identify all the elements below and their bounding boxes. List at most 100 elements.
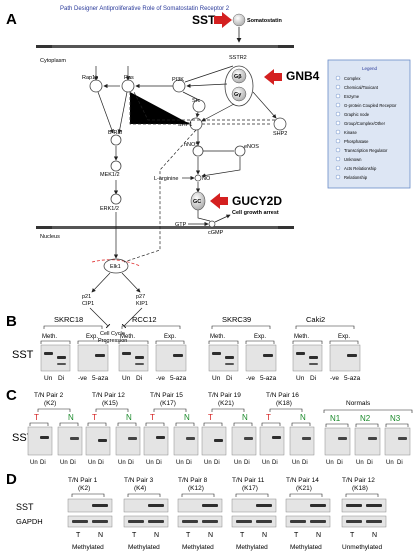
elk1-node bbox=[103, 258, 129, 274]
edge-p21-ccp bbox=[89, 307, 111, 329]
panel-c-band bbox=[272, 436, 281, 439]
panel-c-n-gel bbox=[231, 426, 257, 456]
normal-sample-gel bbox=[324, 427, 351, 456]
gnb4-gene-label: GNB4 bbox=[286, 69, 320, 83]
panel-b-band bbox=[57, 356, 66, 359]
normal-sample-bracket bbox=[385, 423, 409, 427]
panel-a: A Path Designer Antiproliferative Role o… bbox=[6, 6, 411, 344]
panel-d-sst-gel bbox=[231, 498, 277, 513]
panel-d-gapdh-band bbox=[92, 520, 108, 523]
panel-b-meth-label: Meth. bbox=[294, 334, 309, 340]
panel-c-lane-un: Un bbox=[176, 460, 184, 466]
panel-c-band bbox=[156, 436, 165, 439]
panel-b-cell-line-name: SKRC18 bbox=[54, 315, 83, 324]
panel-b-band bbox=[347, 354, 357, 357]
somatostatin-label: Somatostatin bbox=[247, 18, 282, 24]
panel-c-pair-name: T/N Pair 12 bbox=[92, 392, 125, 399]
panel-c-lane-un: Un bbox=[30, 460, 38, 466]
panel-b-top-bracket bbox=[211, 325, 271, 329]
panel-c-pair-id: (K18) bbox=[276, 400, 292, 407]
panel-c-n-gel bbox=[115, 426, 141, 456]
panel-d-pair-id: (K12) bbox=[188, 485, 204, 492]
normal-lane-un: Un bbox=[386, 460, 394, 466]
panel-d-sst-band bbox=[366, 504, 382, 507]
panel-b-band bbox=[173, 354, 183, 357]
edge-g-shp2 bbox=[252, 91, 277, 119]
panel-c-n-bracket bbox=[175, 422, 195, 426]
panel-d-status: Methylated bbox=[128, 544, 160, 551]
sst-gene-label: SST bbox=[192, 13, 216, 27]
legend-swatch bbox=[335, 75, 341, 81]
panel-d-pair-bracket bbox=[71, 493, 105, 497]
legend-swatch bbox=[335, 111, 341, 117]
panel-d-gapdh-band bbox=[290, 520, 306, 523]
edge-g-pi3k bbox=[186, 83, 228, 88]
panel-b-cell-line-name: RCC12 bbox=[132, 315, 157, 324]
pi3k-label: PI3K bbox=[172, 77, 184, 83]
panel-a-letter: A bbox=[6, 11, 17, 28]
ccp-label-1: Cell Cycle bbox=[100, 331, 125, 337]
panel-c-tumor-label: T bbox=[150, 413, 155, 422]
legend-swatch bbox=[335, 165, 341, 171]
nnos-label: nNOS bbox=[184, 142, 199, 148]
legend-item: Phosphatase bbox=[344, 139, 369, 144]
panel-d-pair-name: T/N Pair 11 bbox=[232, 477, 265, 484]
panel-c-pair-bracket bbox=[211, 408, 245, 412]
panel-c-t-gel bbox=[143, 426, 169, 456]
panel-b-top-bracket bbox=[121, 325, 181, 329]
panel-d-pair-id: (K21) bbox=[296, 485, 312, 492]
ggamma-node bbox=[231, 86, 247, 102]
panel-d-gapdh-gel bbox=[177, 515, 223, 528]
panel-c-n-gel bbox=[289, 426, 315, 456]
panel-b-exp-bracket bbox=[329, 340, 359, 344]
panel-b-meth-label: Meth. bbox=[210, 334, 225, 340]
panel-b-lane-label: Un bbox=[212, 375, 221, 382]
panel-d-pair-bracket bbox=[181, 493, 215, 497]
panel-b-exp-gel bbox=[77, 344, 109, 372]
panel-c-lane-di: Di bbox=[128, 460, 134, 466]
panel-b-lane-label: Di bbox=[136, 375, 142, 382]
panel-d-pair-bracket bbox=[127, 493, 161, 497]
panel-b-exp-bracket bbox=[77, 340, 107, 344]
panel-d-sst-band bbox=[310, 504, 326, 507]
panel-c-lane-di: Di bbox=[214, 460, 220, 466]
panel-c-n-bracket bbox=[117, 422, 137, 426]
panel-d-gene-sst: SST bbox=[16, 502, 34, 512]
edge-elk1-p21 bbox=[91, 272, 111, 293]
panel-c-pair-id: (K2) bbox=[44, 400, 56, 407]
panel-c-lane-di: Di bbox=[40, 460, 46, 466]
membrane-cap-right bbox=[278, 45, 294, 48]
ggamma-label: Gγ bbox=[234, 92, 242, 98]
legend-swatch bbox=[335, 138, 341, 144]
cytoplasm-label: Cytoplasm bbox=[40, 58, 66, 64]
gucy2d-gene-label: GUCY2D bbox=[232, 194, 282, 208]
panel-d-sst-gel bbox=[341, 498, 387, 513]
legend-swatch bbox=[335, 147, 341, 153]
panel-d-lane-n: N bbox=[208, 532, 213, 539]
panel-d-lane-t: T bbox=[350, 532, 355, 539]
panel-c-tumor-label: T bbox=[266, 413, 271, 422]
enos-label: eNOS bbox=[244, 144, 259, 150]
panel-b-exp-bracket bbox=[155, 340, 185, 344]
nuclear-membrane-cap-right bbox=[278, 226, 294, 229]
panel-c-pair-name: T/N Pair 16 bbox=[266, 392, 299, 399]
edge-src-shp1 bbox=[195, 111, 200, 118]
panel-d-lane-n: N bbox=[262, 532, 267, 539]
mek-node bbox=[110, 160, 122, 172]
panel-d-sst-gel bbox=[285, 498, 331, 513]
edge-gc-cgmp bbox=[197, 210, 211, 222]
legend-item: Graphic node bbox=[344, 112, 370, 117]
panel-b-exp-label: Exp. bbox=[86, 334, 98, 340]
panel-c-band bbox=[40, 436, 49, 439]
panel-b-lane-label: 5-aza bbox=[170, 375, 187, 382]
edge-p27-ccp bbox=[121, 307, 143, 329]
panel-d-status: Unmethylated bbox=[342, 544, 382, 551]
panel-b-cell-line-name: SKRC39 bbox=[222, 315, 251, 324]
panel-c-n-bracket bbox=[233, 422, 253, 426]
g-protein-complex bbox=[224, 65, 254, 107]
panel-c-lane-di: Di bbox=[156, 460, 162, 466]
panel-d-lane-n: N bbox=[98, 532, 103, 539]
normal-sample-label: N2 bbox=[360, 414, 371, 423]
